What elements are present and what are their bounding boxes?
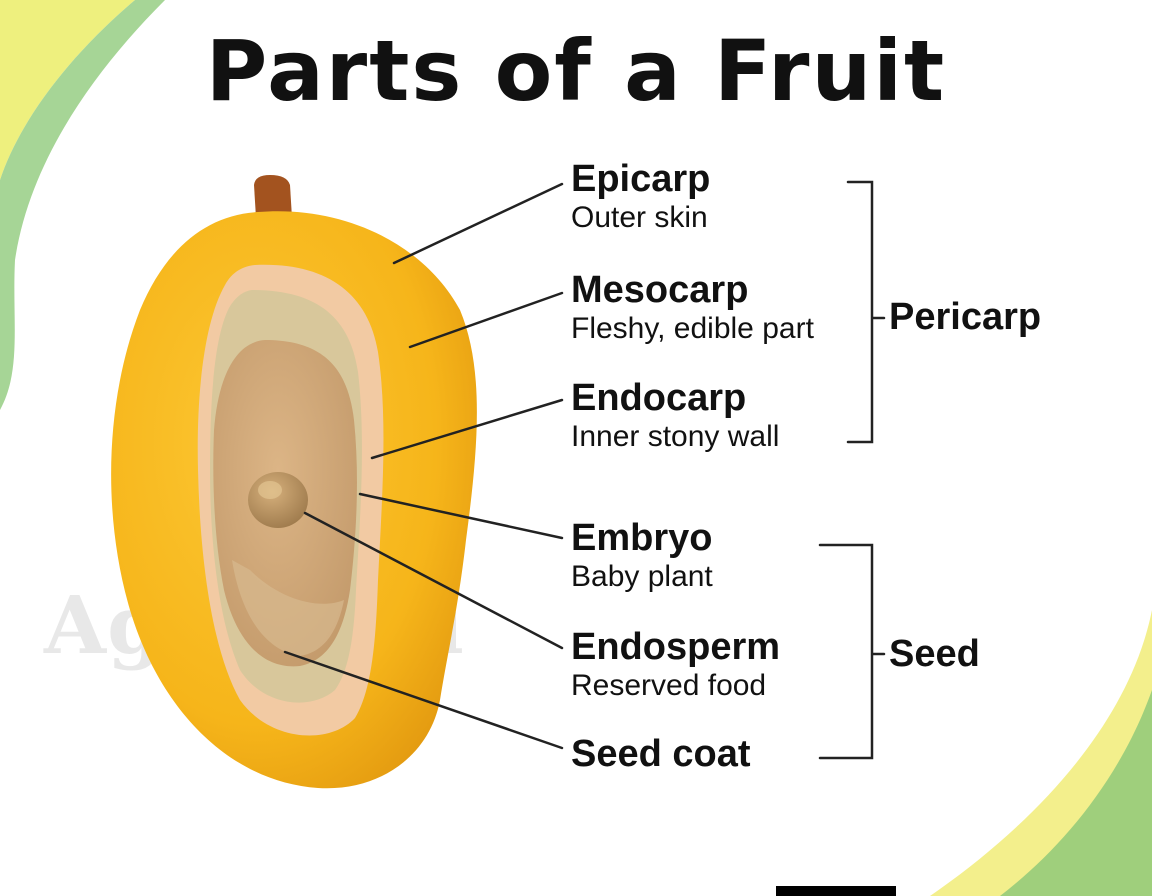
label-endocarp-desc: Inner stony wall	[571, 420, 780, 453]
bg-curve-bottomright-green	[1000, 690, 1152, 896]
label-embryo-name: Embryo	[571, 517, 713, 559]
label-endosperm-desc: Reserved food	[571, 669, 767, 702]
label-mesocarp: Mesocarp Fleshy, edible part	[571, 269, 814, 347]
bg-curve-topleft-yellow	[0, 0, 135, 180]
label-embryo-desc: Baby plant	[571, 560, 713, 593]
label-mesocarp-desc: Fleshy, edible part	[571, 312, 814, 345]
leader-mesocarp	[408, 291, 564, 349]
label-epicarp-name: Epicarp	[571, 158, 711, 200]
bracket-pericarp	[846, 180, 886, 444]
label-epicarp: Epicarp Outer skin	[571, 158, 710, 236]
leader-embryo	[358, 492, 564, 540]
group-pericarp: Pericarp	[889, 296, 1042, 338]
label-endosperm-name: Endosperm	[571, 626, 781, 668]
endosperm-shape	[232, 560, 344, 656]
leader-endocarp	[370, 398, 564, 460]
group-seed: Seed	[889, 633, 980, 675]
leader-seed-coat	[283, 650, 564, 750]
label-seed-coat: Seed coat	[571, 733, 751, 775]
label-endocarp: Endocarp Inner stony wall	[571, 377, 779, 455]
label-seed-coat-name: Seed coat	[571, 733, 751, 775]
leader-epicarp	[392, 182, 564, 265]
embryo-highlight	[258, 481, 282, 499]
page-title: Parts of a Fruit	[205, 22, 947, 120]
label-embryo: Embryo Baby plant	[571, 517, 713, 595]
bottom-black-bar	[776, 886, 896, 896]
label-endocarp-name: Endocarp	[571, 377, 747, 419]
label-epicarp-desc: Outer skin	[571, 201, 708, 234]
bracket-seed	[818, 543, 886, 760]
label-mesocarp-name: Mesocarp	[571, 269, 749, 311]
leader-endosperm	[303, 511, 564, 650]
stem	[254, 175, 292, 218]
label-endosperm: Endosperm Reserved food	[571, 626, 780, 704]
bg-curve-topleft-green	[0, 0, 165, 410]
